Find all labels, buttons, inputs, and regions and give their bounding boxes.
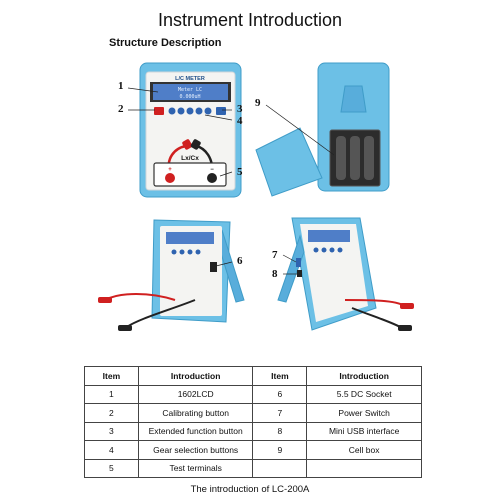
cell-cover — [255, 127, 323, 197]
lcd-line-2: 0.000uH — [179, 94, 200, 100]
battery-1 — [336, 136, 346, 180]
gear-button-1 — [168, 107, 176, 115]
red-clip — [182, 139, 193, 150]
gear-button-3 — [186, 107, 194, 115]
left-view-button — [179, 249, 185, 255]
table-cell: Mini USB interface — [306, 421, 422, 441]
right-view-button — [313, 247, 319, 253]
leader-6 — [215, 261, 233, 267]
right-view-button — [337, 247, 343, 253]
leader-5 — [219, 171, 233, 177]
left-view-button — [195, 249, 201, 255]
callout-leaders — [127, 87, 335, 275]
callout-6: 6 — [237, 255, 243, 267]
specification-table: Item Introduction Item Introduction 1 16… — [84, 366, 422, 478]
dc-socket — [210, 262, 217, 272]
table-row: 3 Extended function button 8 Mini USB in… — [84, 421, 422, 441]
table-cell: Cell box — [306, 440, 422, 460]
figure-caption: The introduction of LC-200A — [190, 484, 310, 495]
right-view-red-clip — [400, 303, 414, 309]
lcd-line-1: Meter LC — [178, 87, 202, 93]
left-view-button — [187, 249, 193, 255]
left-view-button — [171, 249, 177, 255]
power-switch — [296, 258, 301, 267]
table-header-row: Item Introduction Item Introduction — [84, 366, 422, 386]
table-cell: Calibrating button — [137, 403, 254, 423]
table-row: 2 Calibrating button 7 Power Switch — [84, 403, 422, 423]
device-right-view — [277, 217, 414, 331]
gear-button-2 — [177, 107, 185, 115]
table-cell — [252, 458, 308, 478]
gear-button-5 — [204, 107, 212, 115]
column-header: Item — [252, 366, 308, 386]
left-view-black-clip — [118, 325, 132, 331]
table-cell — [306, 458, 422, 478]
table-cell: 4 — [84, 440, 139, 460]
table-cell: Extended function button — [137, 421, 254, 441]
calibrate-button — [154, 107, 164, 115]
red-terminal — [165, 173, 175, 183]
lcd-screen — [153, 84, 228, 100]
leader-7 — [282, 254, 297, 263]
function-button — [216, 107, 226, 115]
gear-button-4 — [195, 107, 203, 115]
table-cell: Power Switch — [306, 403, 422, 423]
page-title: Instrument Introduction — [157, 10, 343, 30]
table-cell: 8 — [252, 421, 308, 441]
terminals-label: Lx/Cx — [181, 155, 199, 162]
table-row: 4 Gear selection buttons 9 Cell box — [84, 440, 422, 460]
callout-8: 8 — [272, 268, 278, 280]
device-illustration: L/C METER Meter LC 0.000uH Lx/Cx + − — [98, 62, 414, 331]
stand-bracket — [340, 85, 367, 113]
device-front-view: L/C METER Meter LC 0.000uH Lx/Cx + − — [139, 62, 242, 198]
left-view-red-clip — [98, 297, 112, 303]
right-view-button — [321, 247, 327, 253]
battery-3 — [364, 136, 374, 180]
device-left-view — [98, 219, 245, 331]
callout-2: 2 — [118, 103, 124, 115]
usb-port — [297, 270, 302, 277]
plus-sign: + — [168, 167, 172, 173]
callout-1: 1 — [118, 80, 124, 92]
leader-4 — [204, 114, 233, 121]
right-view-black-clip — [398, 325, 412, 331]
table-row: 1 1602LCD 6 5.5 DC Socket — [84, 384, 422, 404]
table-cell: 6 — [252, 384, 308, 404]
callout-7: 7 — [272, 249, 278, 261]
column-header: Item — [84, 366, 139, 386]
table-cell: 5.5 DC Socket — [306, 384, 422, 404]
section-title: Structure Description — [109, 37, 222, 49]
callout-4: 4 — [237, 115, 243, 127]
table-cell: 7 — [252, 403, 308, 423]
table-cell: 3 — [84, 421, 139, 441]
right-view-stand — [277, 234, 305, 303]
table-cell: 2 — [84, 403, 139, 423]
battery-2 — [350, 136, 360, 180]
black-terminal — [207, 173, 217, 183]
device-label: L/C METER — [175, 76, 205, 82]
left-view-lcd — [166, 232, 214, 244]
left-view-panel — [160, 226, 222, 316]
black-clip — [190, 139, 201, 150]
right-view-lcd — [308, 230, 350, 242]
callout-9: 9 — [255, 97, 261, 109]
table-cell: Gear selection buttons — [137, 440, 254, 460]
callout-5: 5 — [237, 166, 243, 178]
table-cell: 9 — [252, 440, 308, 460]
right-view-black-lead — [351, 307, 403, 329]
right-view-button — [329, 247, 335, 253]
leader-1 — [127, 87, 159, 93]
leader-9 — [265, 104, 335, 156]
table-cell: 1602LCD — [137, 384, 254, 404]
column-header: Introduction — [306, 366, 422, 386]
table-row: 5 Test terminals — [84, 458, 422, 478]
table-cell: 5 — [84, 458, 139, 478]
table-cell: Test terminals — [137, 458, 254, 478]
column-header: Introduction — [137, 366, 254, 386]
device-back-view — [255, 62, 390, 197]
minus-sign: − — [210, 167, 214, 173]
table-cell: 1 — [84, 384, 139, 404]
callout-3: 3 — [237, 103, 243, 115]
